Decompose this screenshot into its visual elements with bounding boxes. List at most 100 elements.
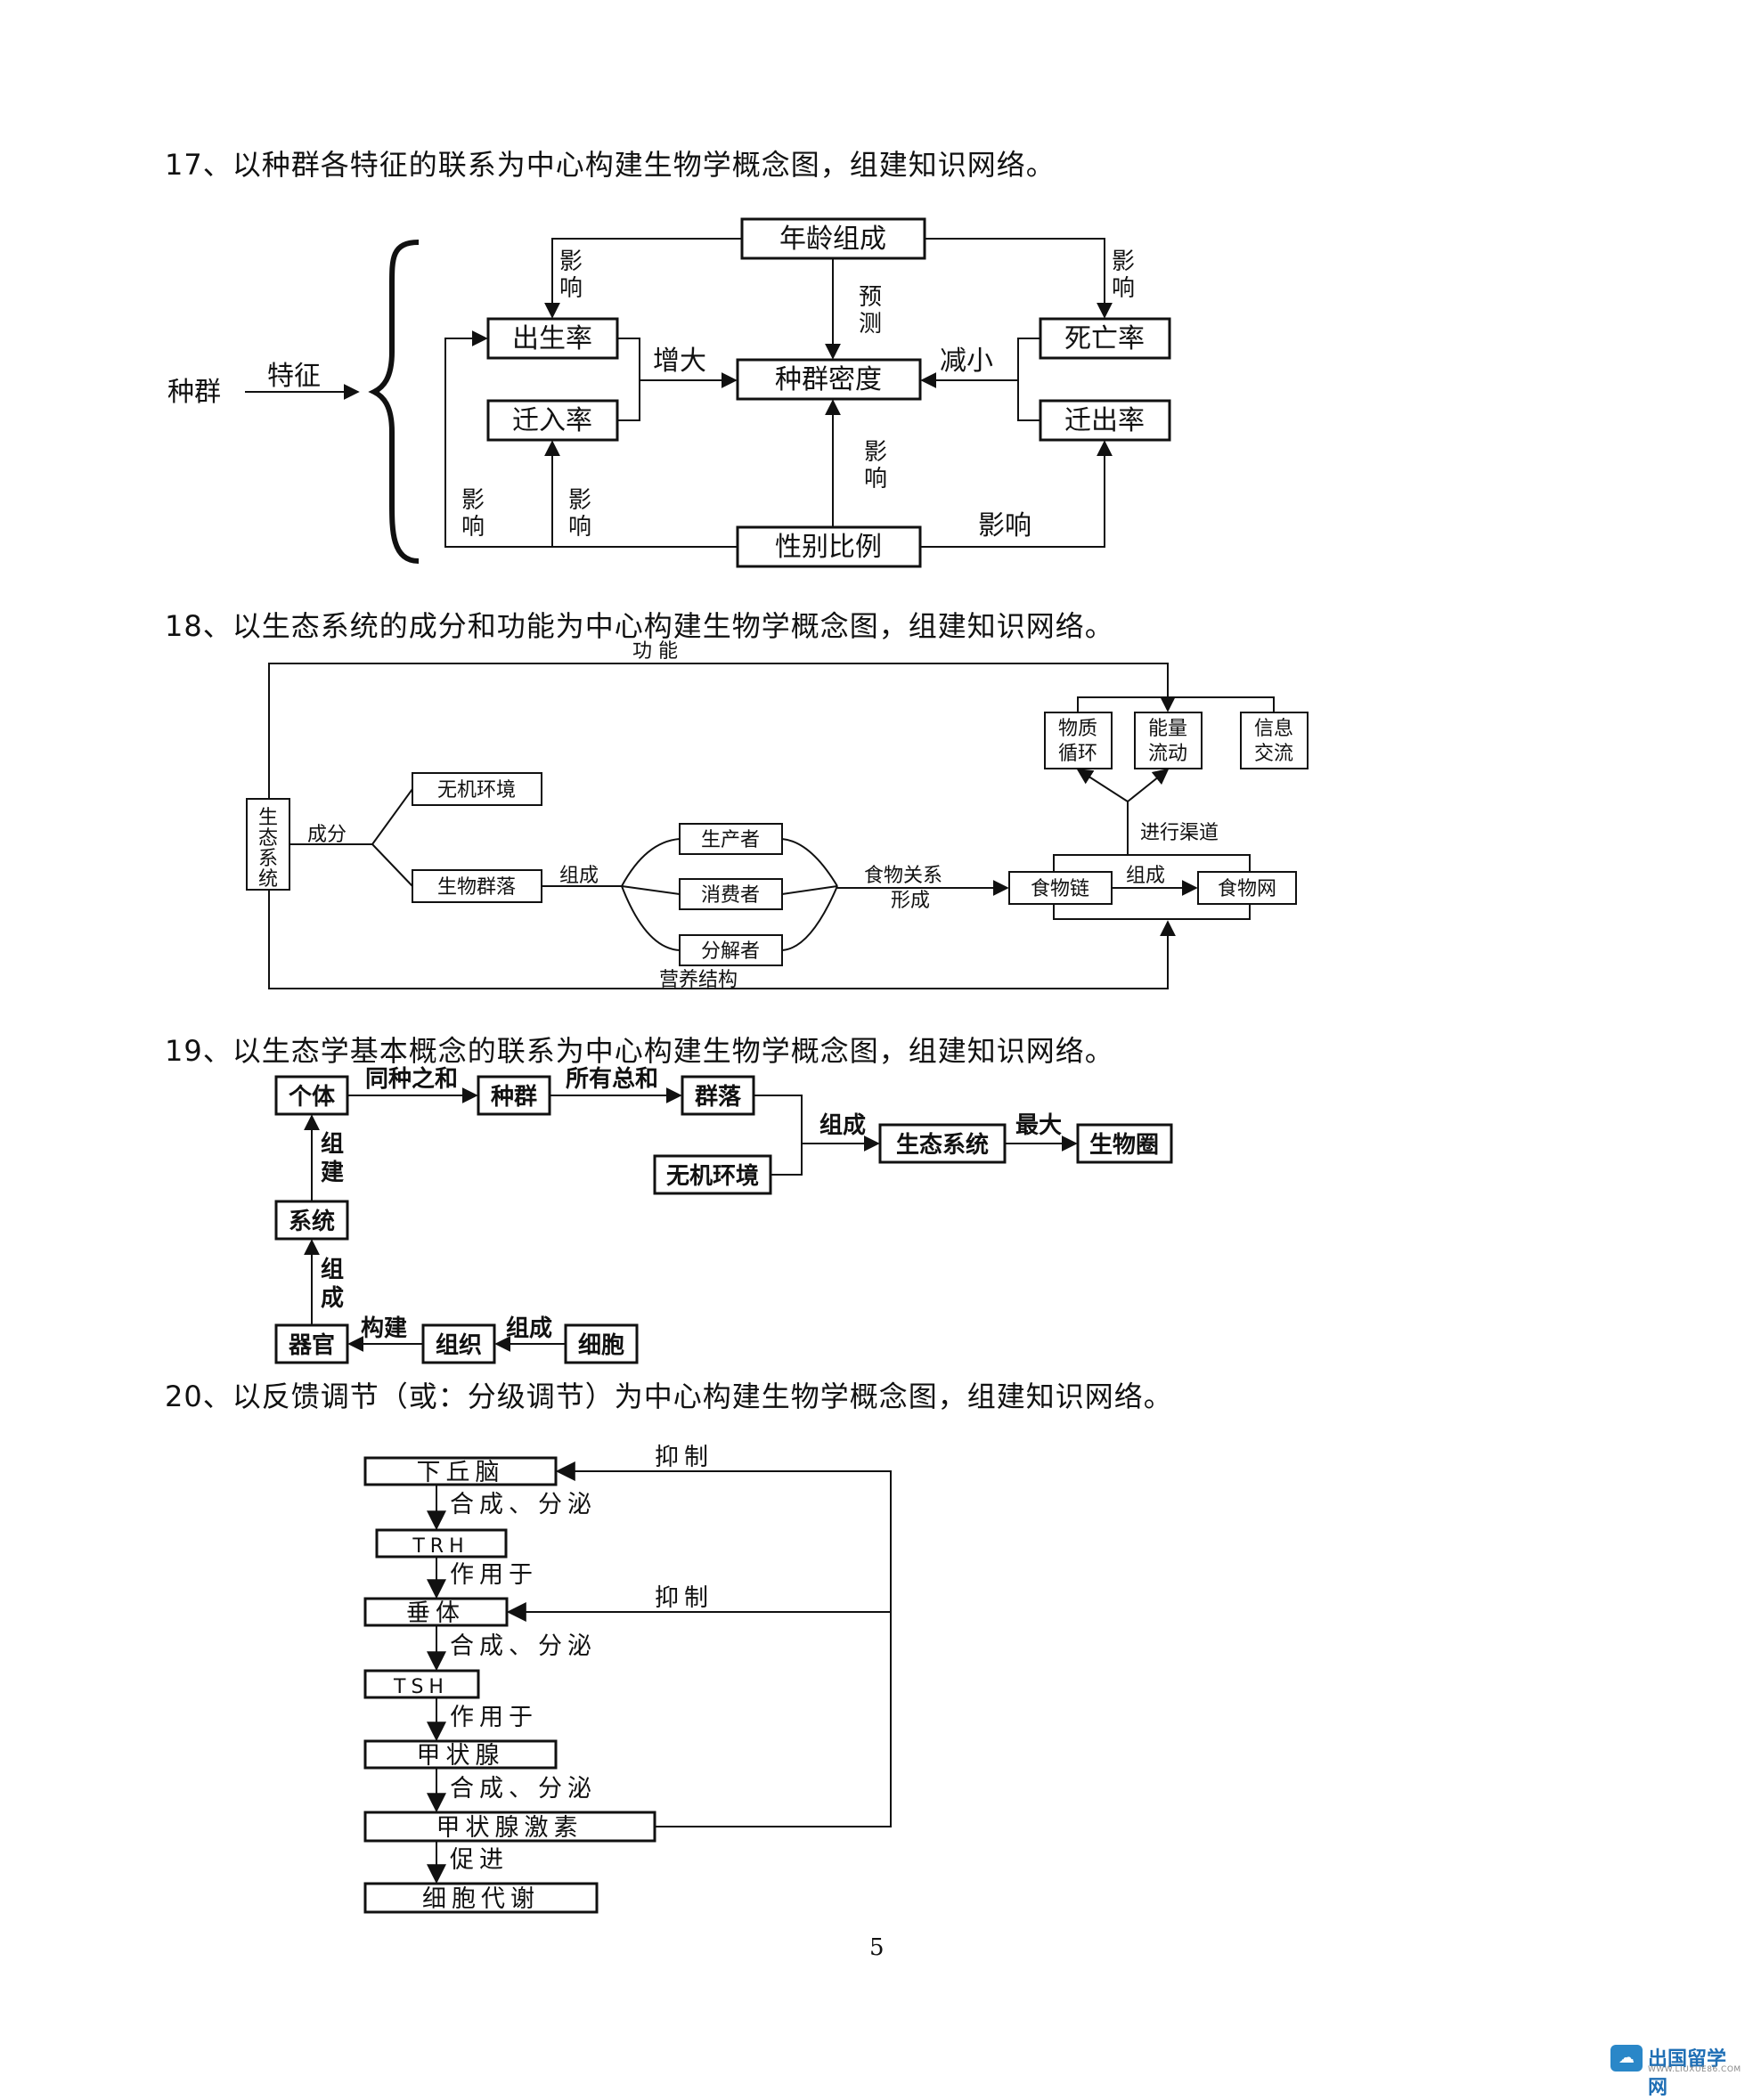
watermark-logo-icon: ☁ xyxy=(1610,2045,1643,2072)
node-wuji xyxy=(412,772,542,806)
q19-zhongqun: 种群 xyxy=(491,1084,537,1111)
q17-title: 17、以种群各特征的联系为中心构建生物学概念图，组建知识网络。 xyxy=(165,148,1056,182)
q18-title: 18、以生态系统的成分和功能为中心构建生物学概念图，组建知识网络。 xyxy=(165,609,1114,643)
node-jiazhuangxian xyxy=(363,1739,558,1770)
node-shengwuqunluo xyxy=(412,869,542,903)
node-nianling xyxy=(740,217,926,260)
node-trh xyxy=(375,1528,508,1559)
node-qiguan xyxy=(274,1323,349,1364)
q18-chengfen: 成分 xyxy=(307,824,347,846)
q19-zuida: 最大 xyxy=(1015,1112,1062,1139)
brace xyxy=(368,240,420,564)
q18-xiaofeizhe: 消费者 xyxy=(701,884,760,907)
node-xinxi xyxy=(1240,712,1309,769)
q18-tong: 统 xyxy=(258,868,278,891)
q17-label-chusheng: 出生率 xyxy=(512,323,592,354)
q20-tsh: TSH xyxy=(393,1676,449,1698)
q18-zucheng-2: 组成 xyxy=(1126,865,1165,887)
q19-title: 19、以生态学基本概念的联系为中心构建生物学概念图，组建知识网络。 xyxy=(165,1034,1114,1068)
q19-cheng: 成 xyxy=(321,1285,344,1312)
q17-ying-2: 影 xyxy=(1112,248,1135,275)
q20-jiazhuangxian: 甲状腺 xyxy=(417,1742,505,1770)
q18-gongneng: 功 能 xyxy=(632,640,678,663)
q17-label-siwang: 死亡率 xyxy=(1064,323,1145,354)
q17-label-xingbie: 性别比例 xyxy=(775,532,882,563)
q20-hecheng-1: 合成、分泌 xyxy=(450,1491,597,1518)
q18-tai: 态 xyxy=(258,827,278,850)
q17-label-qianchu: 迁出率 xyxy=(1064,405,1145,436)
node-shiwuwang xyxy=(1197,871,1297,905)
q17-label-zengda: 增大 xyxy=(653,346,706,377)
q19-xibao: 细胞 xyxy=(578,1331,624,1359)
node-fenjiezhe xyxy=(679,934,783,966)
q18-nengliang-1: 能量 xyxy=(1148,718,1187,740)
node-shengwuquan xyxy=(1076,1123,1173,1164)
q18-xinxi-2: 交流 xyxy=(1254,743,1293,765)
watermark: ☁ 出国留学网 WWW.LIUXUE86.COM xyxy=(1610,2041,1744,2099)
q19-zucheng: 组成 xyxy=(819,1111,866,1139)
q20-zuoyong-2: 作用于 xyxy=(450,1704,538,1731)
q17-xiang-2: 响 xyxy=(1112,275,1135,302)
page-number: 5 xyxy=(869,1934,885,1961)
node-daixie xyxy=(363,1882,599,1914)
node-siwang xyxy=(1039,317,1171,360)
node-qianru xyxy=(486,399,619,442)
node-zhongqun xyxy=(477,1075,551,1116)
q20-zuoyong-1: 作用于 xyxy=(450,1561,538,1589)
q17-ying-1: 影 xyxy=(559,248,583,275)
q18-shiwuguanxi: 食物关系 xyxy=(864,865,942,887)
node-nengliang xyxy=(1134,712,1203,769)
q17-diagram xyxy=(245,217,1171,568)
q18-xingcheng: 形成 xyxy=(891,890,930,912)
q19-qunluo: 群落 xyxy=(694,1084,742,1111)
q18-fenjiezhe: 分解者 xyxy=(701,940,760,963)
q18-nengliang-2: 流动 xyxy=(1148,743,1187,765)
node-qunluo xyxy=(681,1075,755,1116)
q20-jisu: 甲状腺激素 xyxy=(436,1814,583,1842)
q18-sheng: 生 xyxy=(258,807,278,829)
q17-label-jianxiao: 减小 xyxy=(940,346,993,377)
node-geti xyxy=(274,1075,349,1116)
node-wujihuanjing xyxy=(653,1154,772,1195)
watermark-url: WWW.LIUXUE86.COM xyxy=(1648,2065,1741,2074)
q19-shengtaixitong: 生态系统 xyxy=(896,1131,989,1159)
node-shengchanzhe xyxy=(679,823,783,855)
q20-diagram xyxy=(363,1456,892,1914)
q19-qiguan: 器官 xyxy=(288,1331,335,1359)
q17-ying-4: 影 xyxy=(461,487,485,514)
q19-zucheng-2: 组成 xyxy=(506,1315,552,1342)
q20-trh: TRH xyxy=(412,1535,469,1558)
q19-zuzhi: 组织 xyxy=(436,1331,482,1359)
q20-xiaqiunao: 下丘脑 xyxy=(417,1459,505,1486)
q19-geti: 个体 xyxy=(289,1084,336,1111)
q18-shengwuqunluo: 生物群落 xyxy=(437,876,516,899)
q20-cujin: 促进 xyxy=(450,1846,509,1874)
q20-hecheng-3: 合成、分泌 xyxy=(450,1775,597,1803)
q18-xi: 系 xyxy=(258,848,278,870)
q19-jian: 建 xyxy=(321,1160,344,1186)
q17-xiang-5: 响 xyxy=(568,514,591,541)
q18-zucheng-1: 组成 xyxy=(559,865,599,887)
q20-daixie: 细胞代谢 xyxy=(422,1885,540,1913)
q19-tongzhong: 同种之和 xyxy=(365,1065,458,1093)
q17-yu: 预 xyxy=(859,284,882,311)
q19-goujian: 构建 xyxy=(361,1315,407,1342)
q17-ying-5: 影 xyxy=(568,487,591,514)
q18-shengchanzhe: 生产者 xyxy=(701,829,760,851)
node-tsh xyxy=(363,1669,480,1699)
q20-hecheng-2: 合成、分泌 xyxy=(450,1632,597,1660)
q18-diagram xyxy=(246,663,1309,989)
q19-suoyou: 所有总和 xyxy=(566,1066,658,1093)
node-qianchu xyxy=(1039,399,1171,442)
node-shiwulian xyxy=(1008,871,1113,905)
q20-title: 20、以反馈调节（或：分级调节）为中心构建生物学概念图，组建知识网络。 xyxy=(165,1380,1173,1413)
q18-wuji: 无机环境 xyxy=(437,779,516,802)
q18-wuzhi-1: 物质 xyxy=(1058,718,1097,740)
node-wuzhi xyxy=(1044,712,1113,769)
q17-label-nianling: 年龄组成 xyxy=(779,224,886,255)
q17-label-qianru: 迁入率 xyxy=(512,405,592,436)
node-jisu xyxy=(363,1811,656,1843)
node-xiaofeizhe xyxy=(679,878,783,910)
q17-label-yingxiang-br: 影响 xyxy=(978,510,1031,541)
